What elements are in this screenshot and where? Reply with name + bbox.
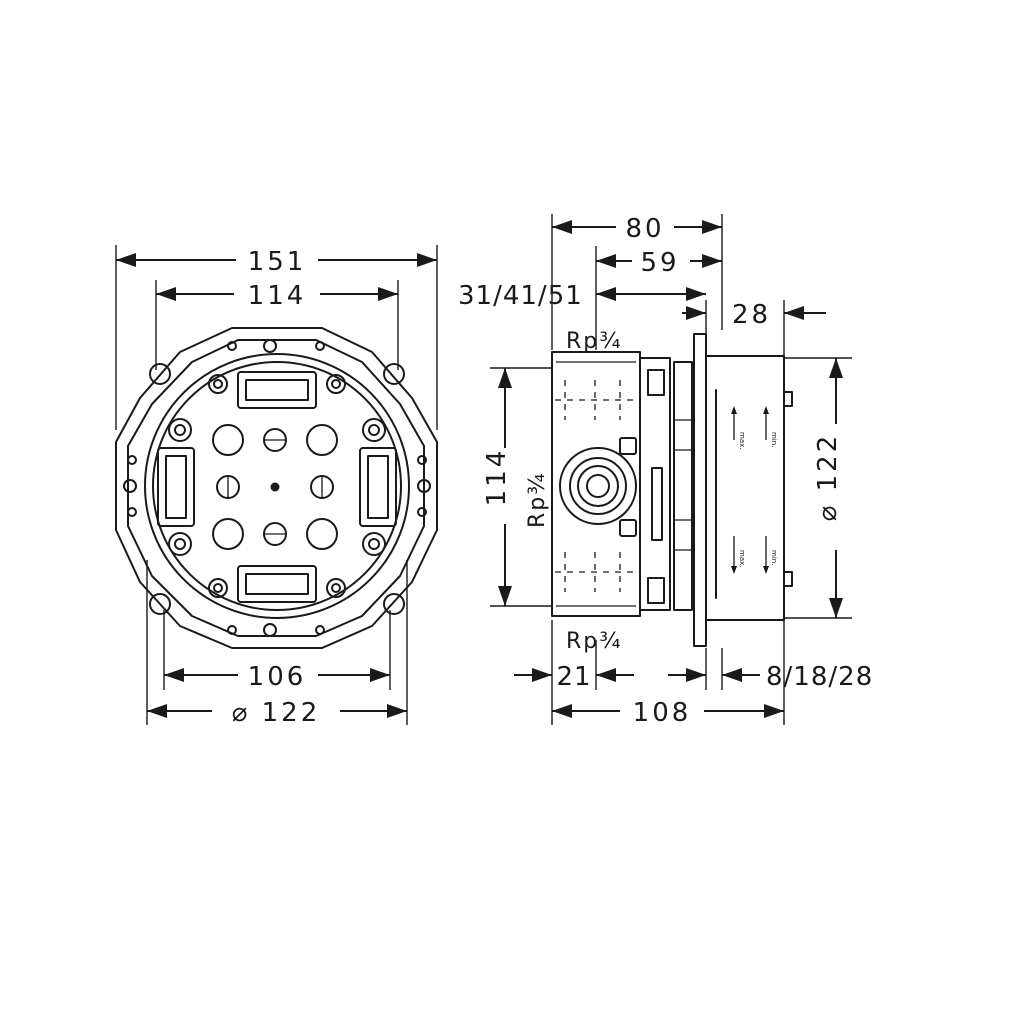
top-slot (237, 371, 317, 409)
thread-side: Rp¾ (525, 471, 550, 528)
right-slot (359, 447, 397, 527)
dim-inner-width: 114 (248, 281, 307, 311)
internal-dashes (555, 380, 635, 592)
side-view: max. min. max. min. Rp¾ Rp¾ Rp¾ 80 59 31 (458, 210, 873, 728)
dim-bottom-width: 106 (248, 662, 307, 692)
side-port-ring (569, 457, 627, 515)
dim-diameter-122: ⌀ 122 (813, 433, 843, 522)
dim-21: 21 (556, 662, 591, 692)
front-inner-frame (127, 339, 425, 637)
mounting-lug (383, 593, 405, 615)
dim-depth-options: 31/41/51 (458, 281, 583, 311)
label-max-upper: max. (738, 432, 746, 449)
side-port-ring-2 (577, 465, 619, 507)
dim-top-80: 80 (625, 214, 664, 244)
bottom-slot-inner (245, 573, 309, 595)
side-body-step (639, 357, 671, 611)
thread-bottom: Rp¾ (566, 629, 623, 654)
dim-top-59: 59 (640, 248, 679, 278)
label-min-lower: min. (770, 550, 778, 565)
front-body-outer-ring (144, 353, 410, 619)
side-mechanism (647, 361, 693, 611)
left-slot-inner (165, 455, 187, 519)
side-port-outer (559, 447, 637, 525)
left-slot (157, 447, 195, 527)
side-flange (693, 333, 707, 647)
thread-top: Rp¾ (566, 329, 623, 354)
mounting-lug (149, 363, 171, 385)
top-slot-inner (245, 379, 309, 401)
screw-bosses (123, 339, 431, 637)
side-port-inner (586, 474, 610, 498)
dim-diameter: ⌀ 122 (232, 698, 321, 728)
dim-108: 108 (633, 698, 692, 728)
dim-overall-width: 151 (248, 247, 307, 277)
dim-28: 28 (732, 300, 771, 330)
dim-plaster-options: 8/18/28 (766, 662, 873, 692)
bottom-slot (237, 565, 317, 603)
label-max-lower: max. (738, 550, 746, 567)
right-slot-inner (367, 455, 389, 519)
mounting-lug (149, 593, 171, 615)
port-grid (212, 424, 338, 550)
front-view: 151 114 106 ⌀ 122 (115, 242, 438, 728)
label-min-upper: min. (770, 432, 778, 447)
mounting-lug (383, 363, 405, 385)
front-body-inner-ring (152, 361, 402, 611)
side-cover (705, 355, 785, 621)
dim-height-114: 114 (482, 448, 512, 507)
